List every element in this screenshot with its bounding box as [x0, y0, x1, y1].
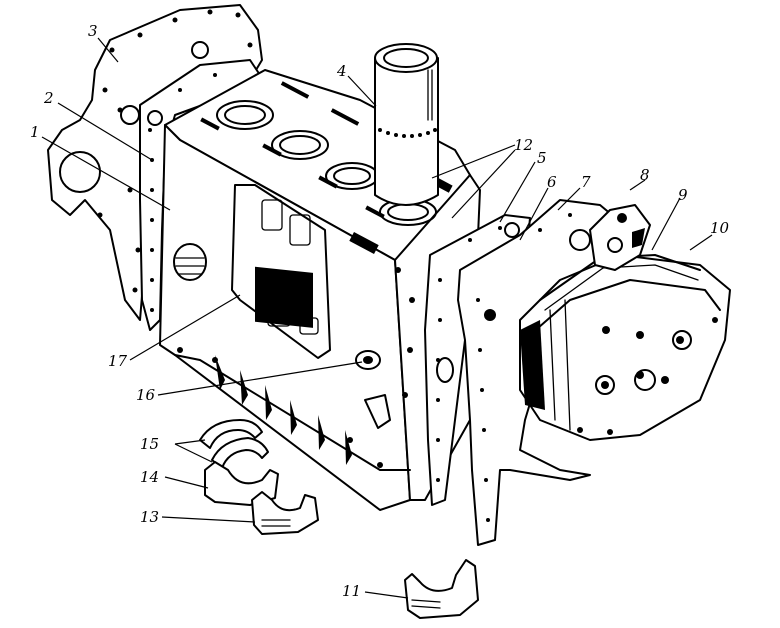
oil-passage-hole [363, 356, 373, 364]
rear-plate-hole-b [191, 41, 209, 59]
crankcase-lower-edge [174, 354, 411, 471]
block-plug [173, 243, 207, 281]
callout-16: 16 [136, 386, 156, 404]
callout-15: 15 [140, 435, 159, 453]
timing-cover [519, 254, 731, 441]
callout-13: 13 [140, 508, 159, 526]
bearing-cap-13-shading [261, 519, 291, 527]
callout-4: 4 [336, 62, 347, 80]
callout-11: 11 [342, 582, 361, 600]
front-gasket [424, 214, 531, 506]
cylinder-liner [374, 43, 439, 206]
callout-5: 5 [537, 149, 547, 167]
front-gasket-opening [436, 357, 454, 383]
rear-plate-bore [59, 151, 101, 193]
timing-gasket-inner [544, 264, 699, 311]
front-gasket-hole [504, 222, 520, 238]
callout-8: 8 [640, 166, 650, 184]
lower-block-bolts [177, 267, 415, 468]
timing-plate-hole-b [484, 309, 496, 321]
callout-3: 3 [88, 22, 98, 40]
callout-12: 12 [514, 136, 533, 154]
leader-lines [41, 37, 713, 599]
main-bearing-shells [199, 419, 269, 469]
side-cover-grille [255, 266, 313, 328]
callout-6: 6 [547, 173, 557, 191]
lower-boss [364, 394, 391, 429]
bearing-cap-13 [251, 491, 319, 535]
callout-9: 9 [678, 186, 688, 204]
callout-labels: 1 2 3 4 5 6 7 8 9 10 11 12 13 14 15 16 1… [30, 22, 730, 600]
rear-gasket-hole [147, 110, 163, 126]
timing-plate-holes [476, 213, 612, 522]
front-bracket [589, 204, 651, 271]
timing-plate-hole-a [569, 229, 591, 251]
callout-7: 7 [581, 173, 591, 191]
callout-17: 17 [108, 352, 128, 370]
callout-14: 14 [140, 468, 159, 486]
bearing-cap-11-shading [411, 599, 441, 609]
callout-2: 2 [43, 89, 54, 107]
crankcase-ribs [215, 355, 352, 465]
callout-1: 1 [30, 123, 40, 141]
bearing-cap-11 [404, 559, 479, 619]
callout-10: 10 [710, 219, 730, 237]
side-cover-details [261, 199, 319, 335]
rear-plate-hole-a [120, 105, 140, 125]
rear-plate-holes [97, 9, 253, 293]
